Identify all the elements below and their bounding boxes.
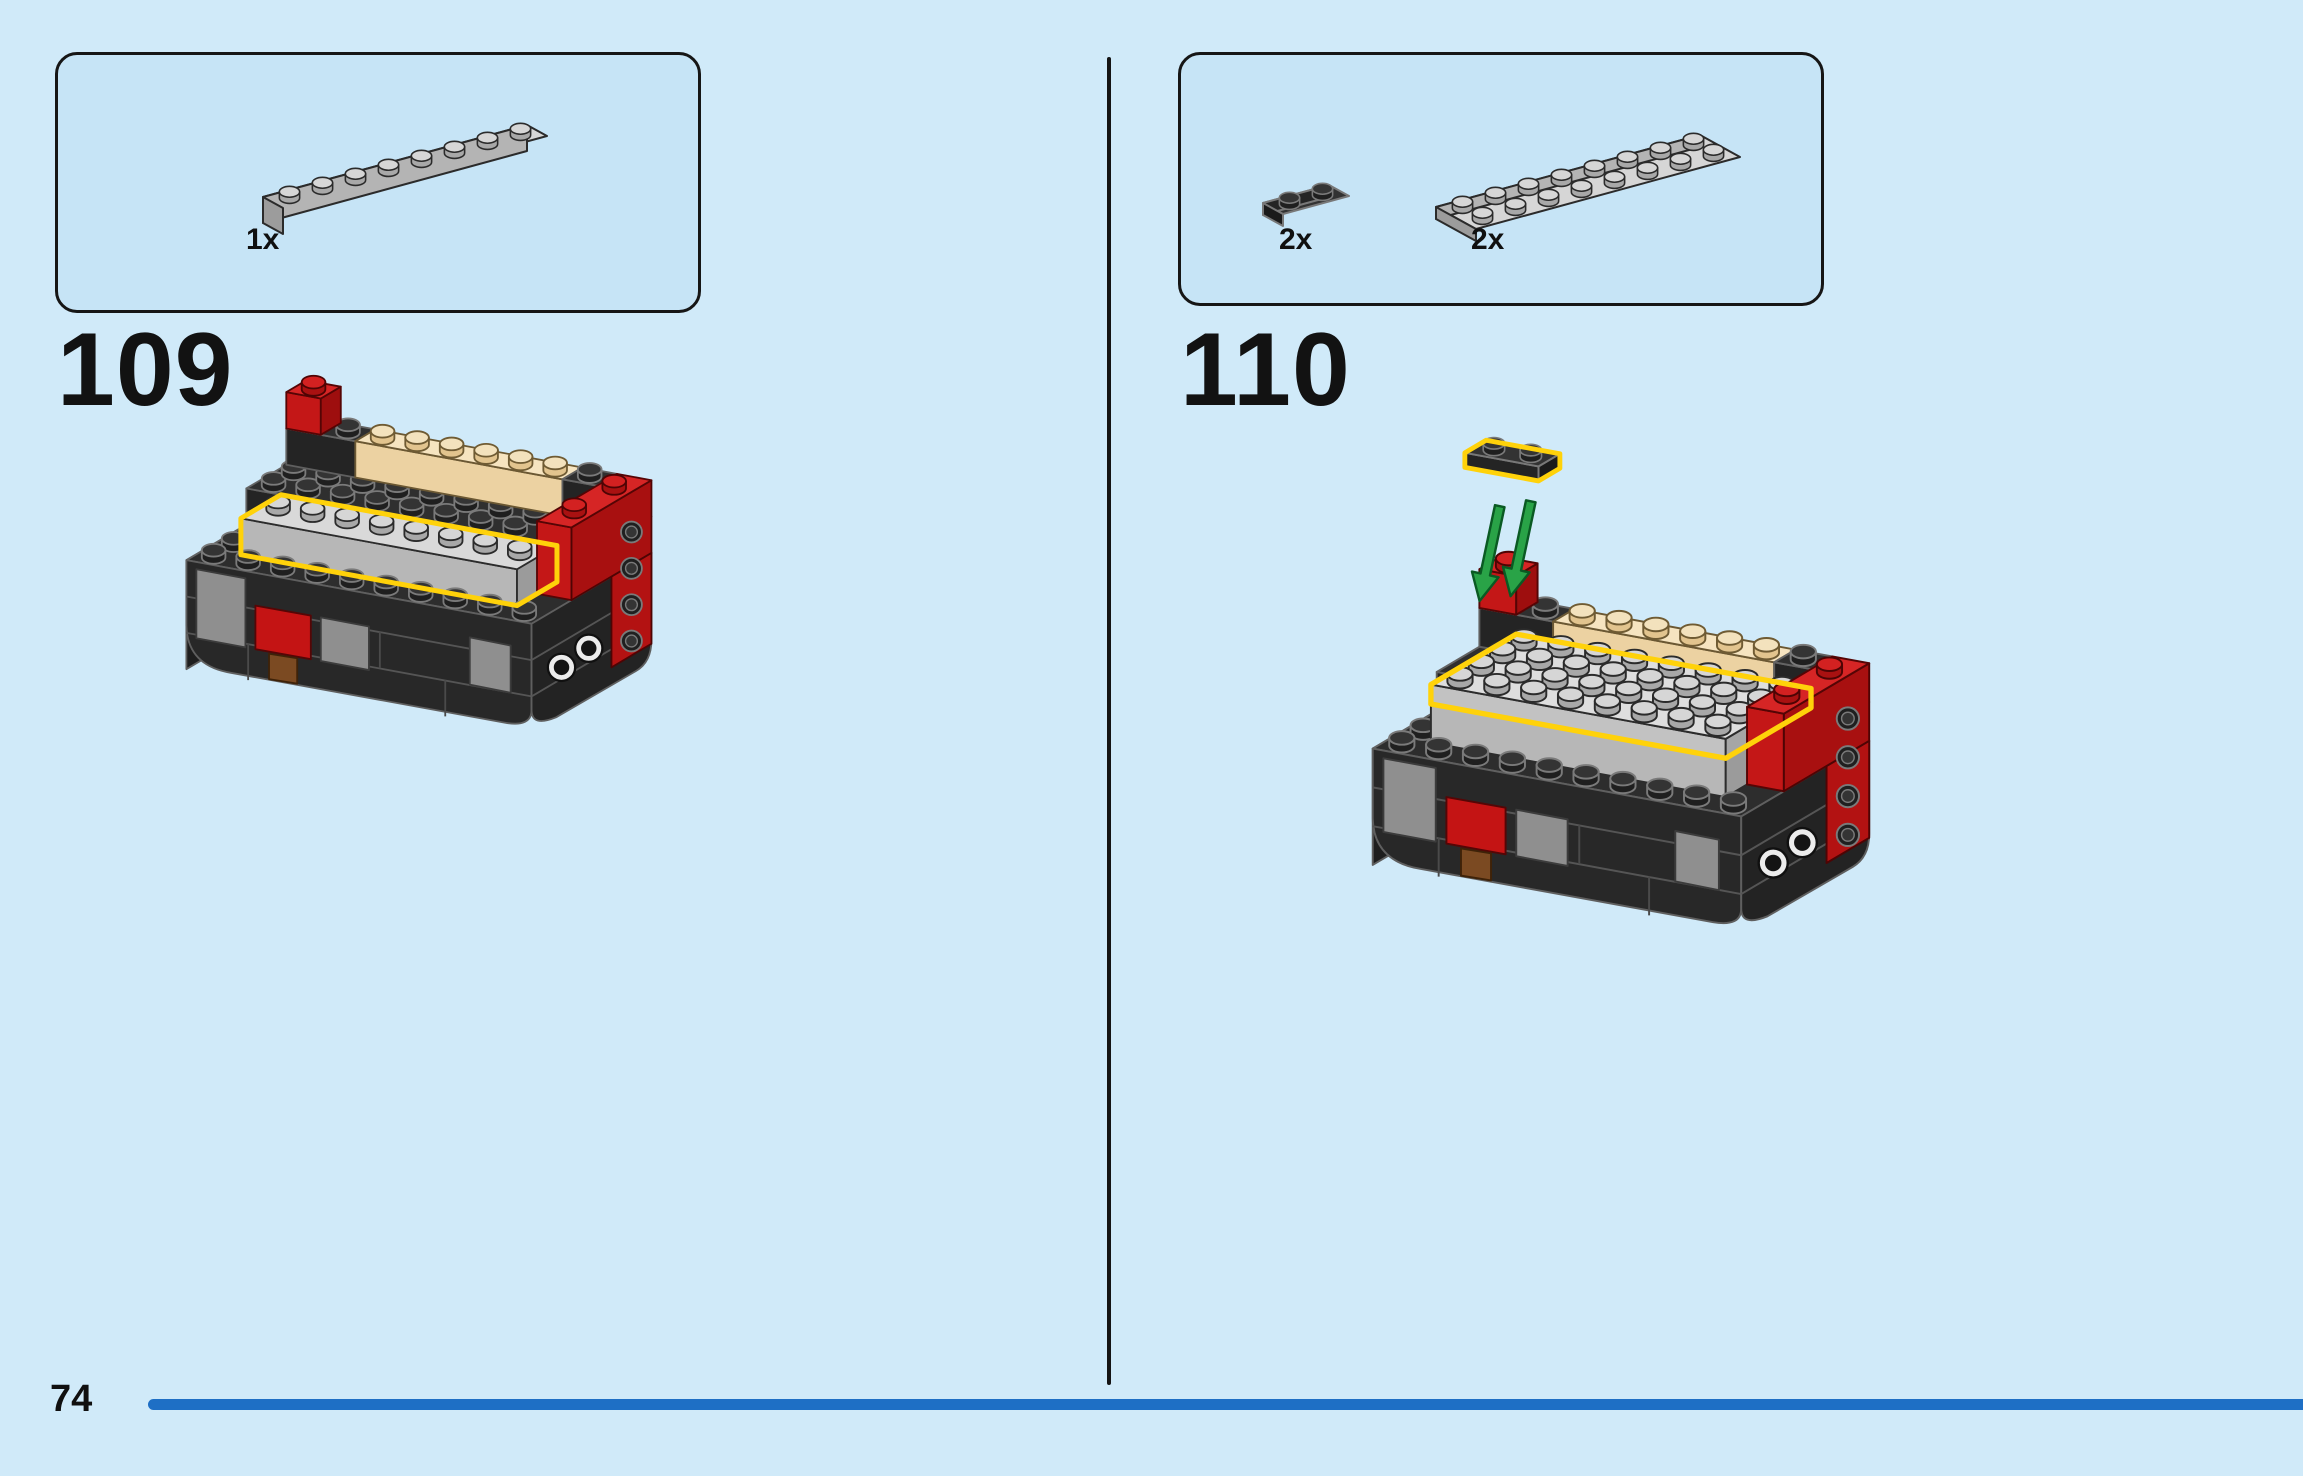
part-quantity-label: 1x — [246, 223, 280, 256]
headlight-ring — [546, 652, 577, 683]
side-stud — [1835, 822, 1860, 847]
highlight-outline-floating — [1462, 437, 1563, 484]
side-stud — [1835, 706, 1860, 731]
step-110-model-illustration — [1371, 436, 1871, 925]
step-109-model-illustration — [185, 374, 653, 725]
headlight-ring — [1786, 826, 1819, 859]
footer-rule — [148, 1399, 2303, 1410]
gray-panel — [468, 636, 512, 694]
gray-panel — [1515, 808, 1569, 867]
side-stud — [620, 629, 643, 653]
red-grille — [1445, 796, 1507, 856]
part-quantity-label: 2x — [1471, 223, 1505, 256]
side-stud — [620, 593, 643, 617]
red-grille — [254, 604, 312, 661]
gray-panel — [195, 568, 247, 649]
side-stud — [1835, 783, 1860, 809]
highlight-outline — [238, 492, 560, 609]
headlight-ring — [1757, 847, 1789, 879]
highlight-outline — [1428, 631, 1814, 761]
headlight-ring — [574, 633, 604, 664]
step-110-number: 110 — [1180, 312, 1351, 428]
red-side-block — [1746, 655, 1871, 847]
step-109-parts-callout: 1x — [55, 52, 701, 313]
side-stud — [1835, 745, 1860, 770]
step-110-parts-icons — [1262, 132, 1741, 242]
step-109-number: 109 — [57, 312, 234, 428]
brown-piece — [1460, 847, 1492, 882]
gray-panel — [1382, 757, 1437, 843]
panel-divider — [1107, 57, 1111, 1385]
plate-2x8-gray — [1435, 132, 1741, 242]
gray-panel — [319, 616, 370, 671]
plate-1x2-black — [1262, 182, 1350, 227]
part-light-gray-brick-1x8-icon — [262, 122, 548, 235]
part-quantity-label: 2x — [1279, 223, 1313, 256]
step-110-parts-callout: 2x 2x — [1178, 52, 1824, 306]
red-corner-brick — [285, 374, 342, 436]
side-stud — [620, 520, 643, 544]
side-stud — [620, 556, 643, 580]
brown-piece — [268, 652, 299, 685]
red-side-block — [536, 472, 653, 653]
gray-panel — [1674, 830, 1720, 892]
brick-1x8 — [262, 122, 548, 235]
page-number: 74 — [50, 1378, 93, 1420]
floating-black-plate-1x2 — [1462, 436, 1563, 484]
